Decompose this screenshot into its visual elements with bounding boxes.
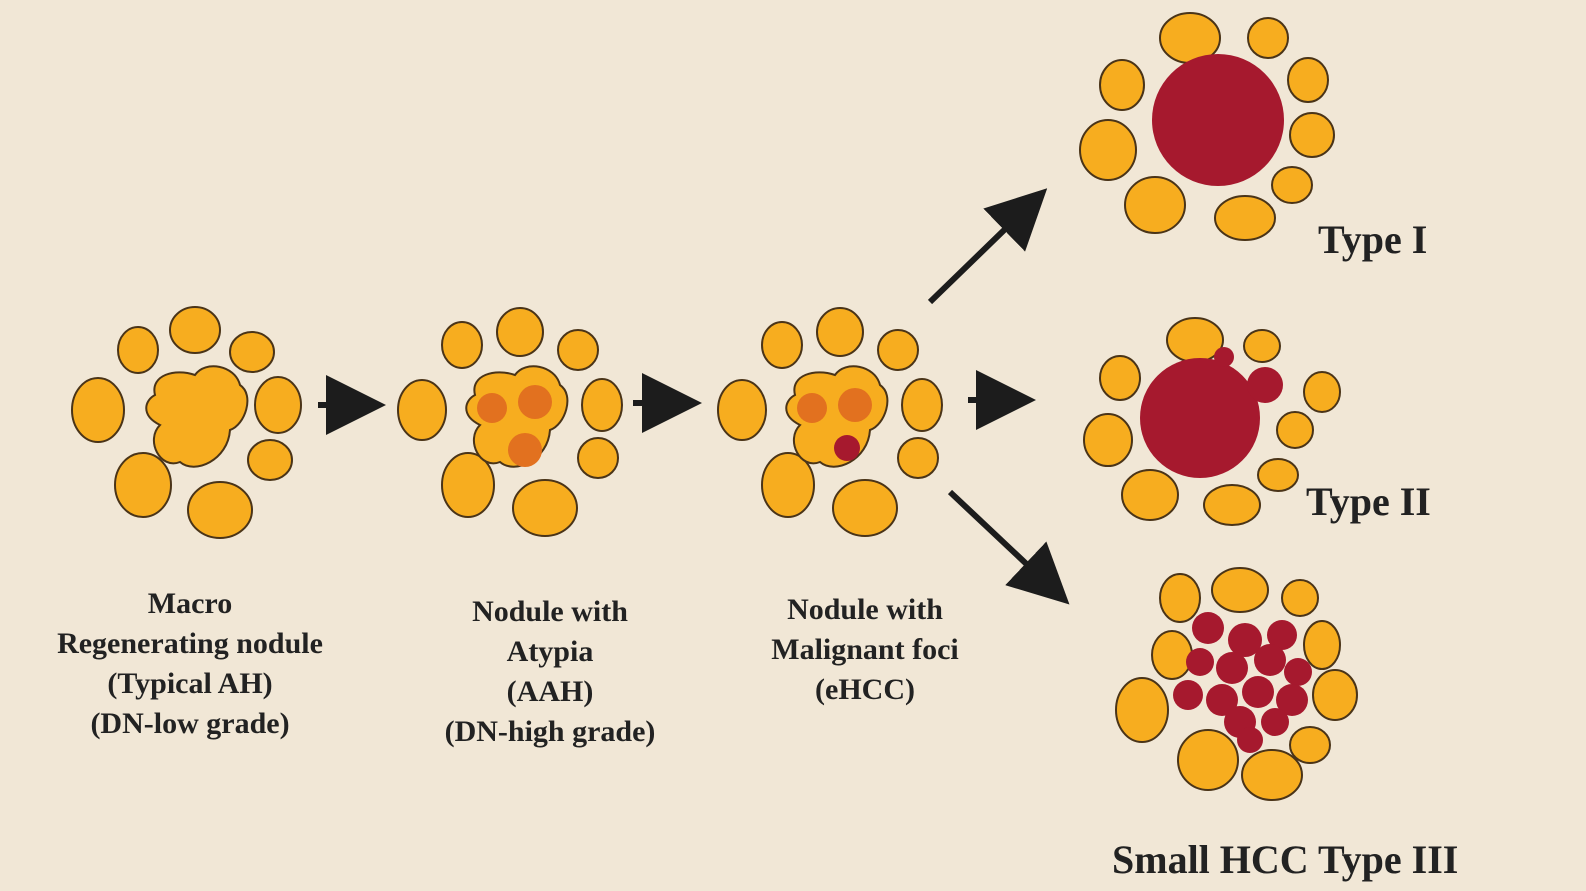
hcc-mass bbox=[1140, 358, 1260, 478]
hepatocyte-cell bbox=[1290, 727, 1330, 763]
hepatocyte-cell bbox=[115, 453, 171, 517]
atypia-focus bbox=[477, 393, 507, 423]
hepatocyte-cell bbox=[248, 440, 292, 480]
stage-label-line: Nodule with bbox=[385, 592, 715, 632]
hcc-cell bbox=[1242, 676, 1274, 708]
hepatocyte-cell bbox=[398, 380, 446, 440]
hepatocyte-cell bbox=[1212, 568, 1268, 612]
hepatocyte-cell bbox=[1288, 58, 1328, 102]
hepatocyte-cell bbox=[497, 308, 543, 356]
stage-label-malignant-foci: Nodule with Malignant foci (eHCC) bbox=[715, 590, 1015, 710]
hepatocyte-cell bbox=[582, 379, 622, 431]
hepatocyte-cell bbox=[878, 330, 918, 370]
hepatocyte-cell bbox=[1204, 485, 1260, 525]
hepatocyte-cell bbox=[1215, 196, 1275, 240]
hcc-cell bbox=[1284, 658, 1312, 686]
hcc-cell bbox=[1237, 727, 1263, 753]
hcc-cell bbox=[1173, 680, 1203, 710]
hepatocyte-cell bbox=[1277, 412, 1313, 448]
hepatocyte-cell bbox=[1152, 631, 1192, 679]
nodule-macro-regenerating bbox=[72, 307, 301, 538]
stage-label-line: (DN-low grade) bbox=[0, 704, 380, 744]
hepatocyte-cell bbox=[558, 330, 598, 370]
type-2-label: Type II bbox=[1306, 480, 1431, 524]
hepatocyte-cell bbox=[1258, 459, 1298, 491]
hepatocyte-cell bbox=[1290, 113, 1334, 157]
hcc-protrusion bbox=[1247, 367, 1283, 403]
atypia-focus bbox=[518, 385, 552, 419]
hepatocyte-cell bbox=[1313, 670, 1357, 720]
stage-label-line: (eHCC) bbox=[715, 670, 1015, 710]
hepatocyte-cell bbox=[833, 480, 897, 536]
hepatocyte-cell bbox=[170, 307, 220, 353]
hepatocyte-cell bbox=[902, 379, 942, 431]
type-3-nodule bbox=[1116, 568, 1357, 800]
hcc-cell bbox=[1254, 644, 1286, 676]
hcc-cell bbox=[1261, 708, 1289, 736]
hcc-mass bbox=[1152, 54, 1284, 186]
hcc-cell bbox=[1216, 652, 1248, 684]
nodule-malignant-foci bbox=[718, 308, 942, 536]
stage-label-atypia: Nodule with Atypia (AAH) (DN-high grade) bbox=[385, 592, 715, 752]
stage-label-line: Malignant foci bbox=[715, 630, 1015, 670]
hepatocyte-cell bbox=[1242, 750, 1302, 800]
hepatocyte-cell bbox=[1178, 730, 1238, 790]
atypia-focus bbox=[508, 433, 542, 467]
hepatocyte-cell bbox=[1125, 177, 1185, 233]
stage-label-line: Nodule with bbox=[715, 590, 1015, 630]
hepatocyte-cell bbox=[1304, 621, 1340, 669]
stage-label-line: Regenerating nodule bbox=[0, 624, 380, 664]
hepatocyte-cell bbox=[230, 332, 274, 372]
hepatocyte-cell bbox=[817, 308, 863, 356]
hepatocyte-cell bbox=[762, 322, 802, 368]
type-2-nodule bbox=[1084, 318, 1340, 525]
hepatocyte-cell bbox=[72, 378, 124, 442]
hcc-cell bbox=[1192, 612, 1224, 644]
hepatocyte-cell bbox=[578, 438, 618, 478]
stage-label-line: (Typical AH) bbox=[0, 664, 380, 704]
hepatocyte-cell bbox=[898, 438, 938, 478]
hepatocyte-cell bbox=[1100, 60, 1144, 110]
malignant-focus bbox=[834, 435, 860, 461]
hepatocyte-cell bbox=[1100, 356, 1140, 400]
stage-label-macro-regenerating: Macro Regenerating nodule (Typical AH) (… bbox=[0, 584, 380, 744]
type-1-nodule bbox=[1080, 13, 1334, 240]
hepatocyte-cell bbox=[255, 377, 301, 433]
arrow-to-type-1 bbox=[930, 205, 1030, 302]
atypia-focus bbox=[838, 388, 872, 422]
hepatocyte-cell bbox=[1248, 18, 1288, 58]
stage-label-line: Macro bbox=[0, 584, 380, 624]
hepatocyte-cell bbox=[442, 322, 482, 368]
central-hepatocyte-mass bbox=[146, 366, 247, 466]
hepatocyte-cell bbox=[718, 380, 766, 440]
hcc-cluster bbox=[1173, 612, 1312, 753]
type-3-label: Small HCC Type III bbox=[1112, 838, 1458, 882]
hepatocyte-cell bbox=[1304, 372, 1340, 412]
hepatocyte-cell bbox=[1160, 574, 1200, 622]
hepatocyte-cell bbox=[513, 480, 577, 536]
hepatocyte-cell bbox=[1080, 120, 1136, 180]
atypia-focus bbox=[797, 393, 827, 423]
stage-label-line: Atypia bbox=[385, 632, 715, 672]
nodule-atypia bbox=[398, 308, 622, 536]
hcc-protrusion bbox=[1214, 347, 1234, 367]
hepatocyte-cell bbox=[1122, 470, 1178, 520]
hepatocyte-cell bbox=[1272, 167, 1312, 203]
hepatocyte-cell bbox=[1084, 414, 1132, 466]
type-1-label: Type I bbox=[1318, 218, 1427, 262]
stage-label-line: (AAH) bbox=[385, 672, 715, 712]
hcc-cell bbox=[1186, 648, 1214, 676]
hepatocyte-cell bbox=[188, 482, 252, 538]
stage-label-line: (DN-high grade) bbox=[385, 712, 715, 752]
hepatocyte-cell bbox=[118, 327, 158, 373]
arrow-to-type-3 bbox=[950, 492, 1052, 588]
hepatocyte-cell bbox=[1282, 580, 1318, 616]
hepatocyte-cell bbox=[1244, 330, 1280, 362]
hepatocyte-cell bbox=[1116, 678, 1168, 742]
